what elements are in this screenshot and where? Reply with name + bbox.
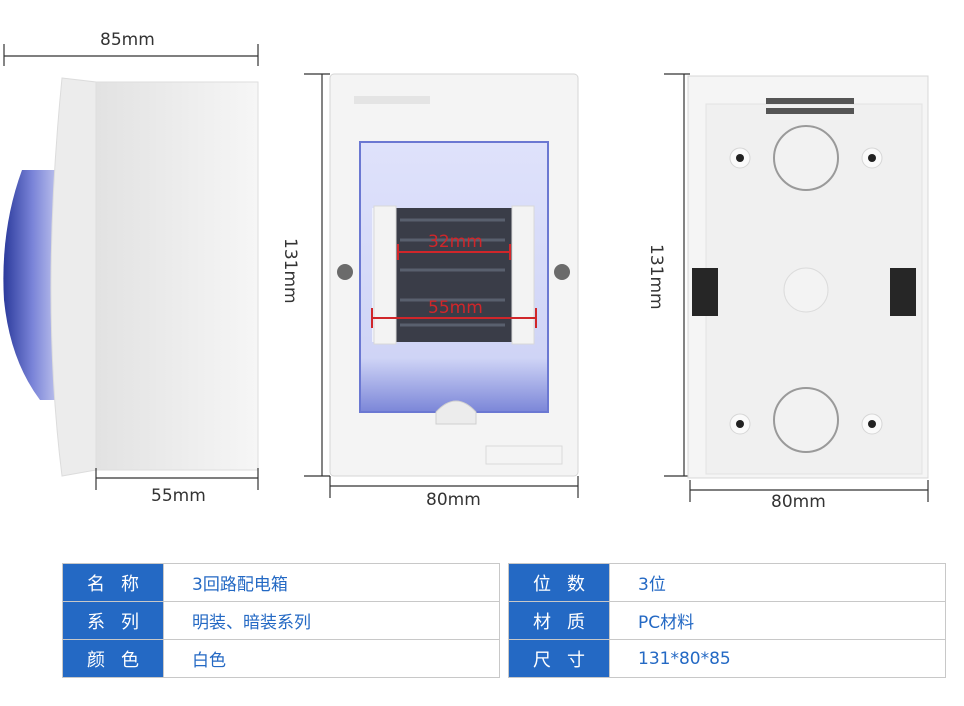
spec-label: 系列: [62, 601, 164, 640]
spec-value: 3位: [609, 563, 946, 602]
spec-value: 明装、暗装系列: [163, 601, 500, 640]
table-row: 尺寸 131*80*85: [508, 639, 946, 678]
side-depth-label: 55mm: [151, 486, 206, 506]
spec-table-left: 名称 3回路配电箱 系列 明装、暗装系列 颜色 白色: [62, 563, 500, 678]
side-view: [3, 44, 259, 490]
spec-value: 3回路配电箱: [163, 563, 500, 602]
back-view: [664, 73, 929, 502]
product-illustration: [3, 44, 929, 502]
table-row: 位数 3位: [508, 563, 946, 602]
table-row: 系列 明装、暗装系列: [62, 601, 500, 640]
inner-top-label: 32mm: [428, 232, 483, 252]
spec-label: 名称: [62, 563, 164, 602]
table-row: 材质 PC材料: [508, 601, 946, 640]
spec-table-right: 位数 3位 材质 PC材料 尺寸 131*80*85: [508, 563, 946, 678]
spec-value: 白色: [163, 639, 500, 678]
spec-label: 材质: [508, 601, 610, 640]
spec-label: 位数: [508, 563, 610, 602]
front-width-label: 80mm: [426, 490, 481, 510]
front-view: [304, 73, 579, 498]
back-width-label: 80mm: [771, 492, 826, 512]
spec-label: 颜色: [62, 639, 164, 678]
spec-label: 尺寸: [508, 639, 610, 678]
side-width-label: 85mm: [100, 30, 155, 50]
table-row: 颜色 白色: [62, 639, 500, 678]
inner-bottom-label: 55mm: [428, 298, 483, 318]
spec-value: 131*80*85: [609, 639, 946, 678]
front-height-label: 131mm: [280, 238, 300, 304]
table-row: 名称 3回路配电箱: [62, 563, 500, 602]
spec-value: PC材料: [609, 601, 946, 640]
back-height-label: 131mm: [646, 244, 666, 310]
